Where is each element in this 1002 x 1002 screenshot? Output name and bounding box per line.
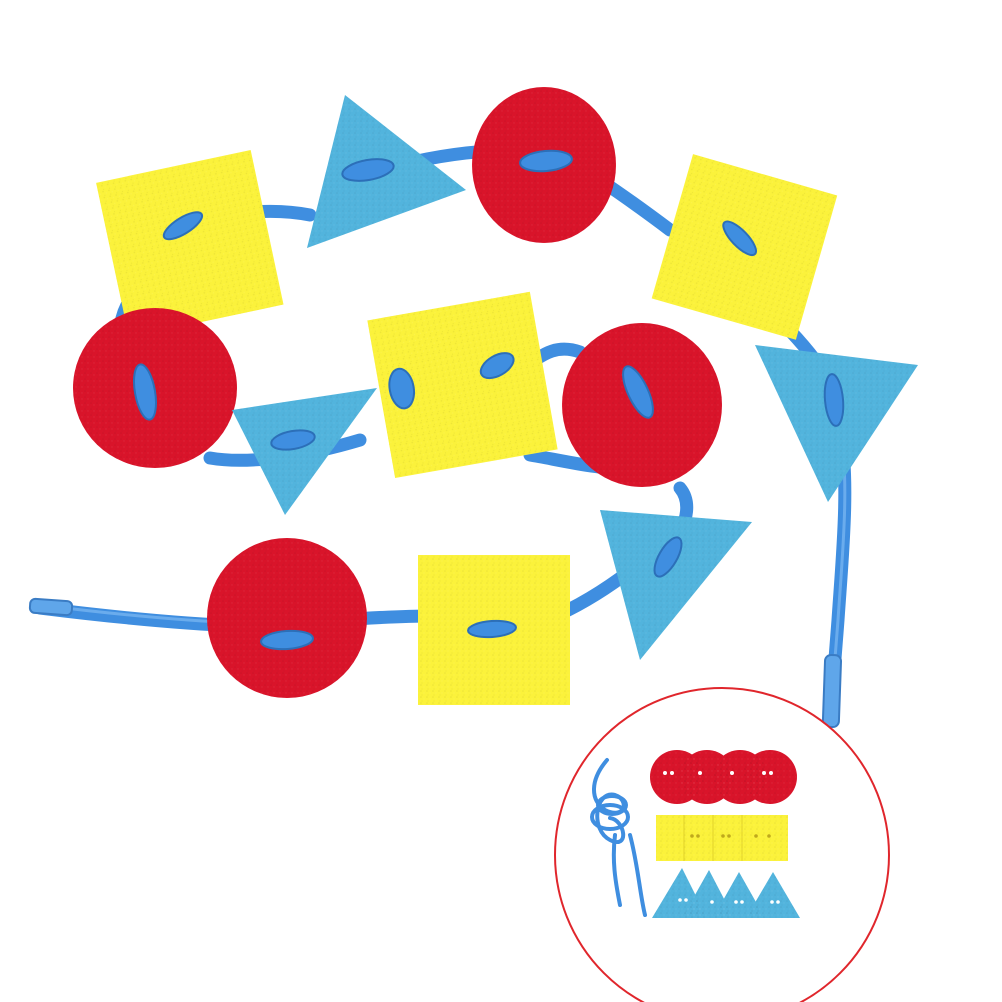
blue-triangle-4 bbox=[600, 510, 752, 660]
yellow-square-2 bbox=[651, 154, 838, 340]
inset-contents bbox=[554, 687, 890, 1002]
red-circle-2 bbox=[73, 308, 237, 468]
yellow-square-1 bbox=[96, 150, 284, 338]
yellow-square-3 bbox=[367, 291, 558, 479]
inset-lace bbox=[590, 758, 647, 917]
inset-red-circles bbox=[650, 750, 797, 804]
red-circle-3 bbox=[562, 323, 722, 487]
blue-triangle-3 bbox=[755, 345, 918, 502]
inset-yellow-squares bbox=[656, 815, 788, 861]
blue-triangle-1 bbox=[307, 95, 466, 248]
yellow-square-4 bbox=[418, 555, 570, 705]
red-circle-4 bbox=[207, 538, 367, 698]
inset-blue-triangles bbox=[652, 868, 800, 918]
red-circle-1 bbox=[472, 87, 616, 243]
blue-triangle-2 bbox=[232, 388, 377, 515]
